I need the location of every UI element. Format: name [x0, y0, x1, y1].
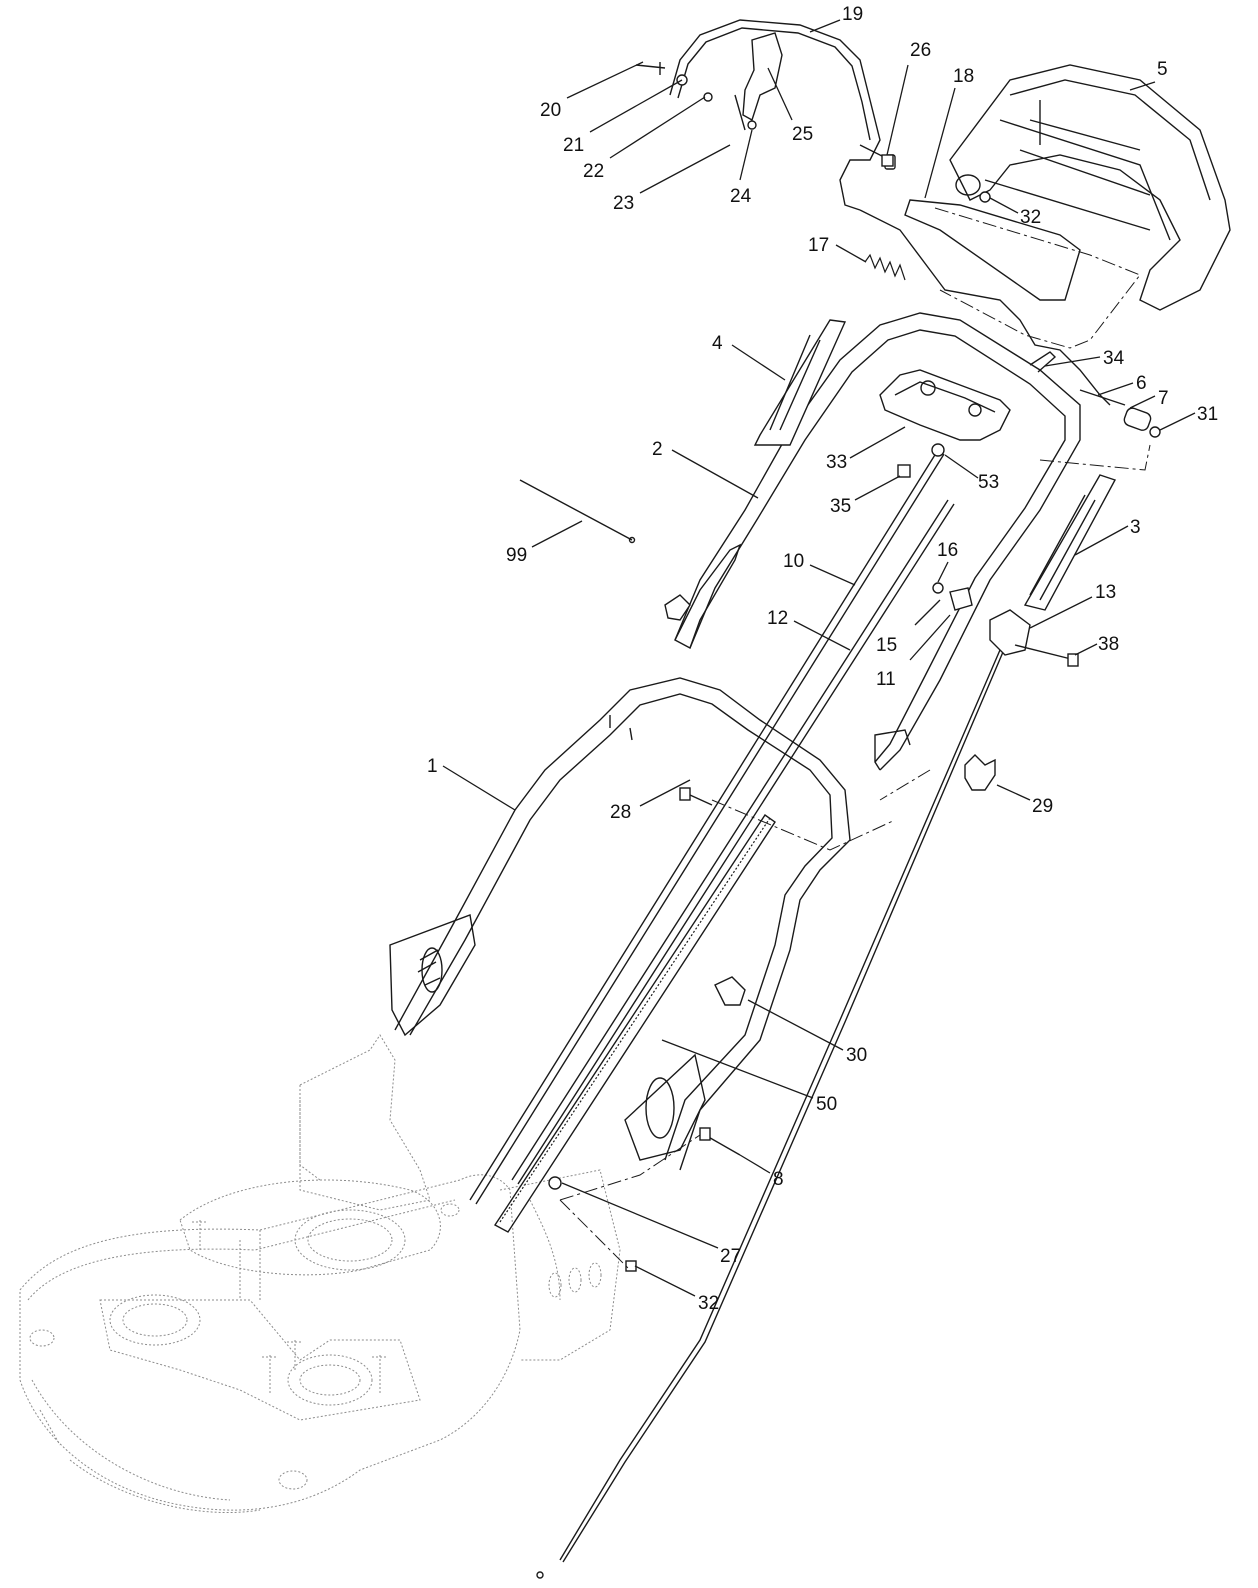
upper-handle	[674, 312, 1081, 771]
long-cable	[536, 649, 1004, 1579]
callout-31: 31	[1197, 404, 1218, 425]
callout-labels: 19 26 18 5 20 21 22 25 23 24 32 17 4 34 …	[427, 4, 1218, 1314]
hardware-parts	[519, 32, 1161, 1272]
callout-10: 10	[783, 551, 804, 572]
callout-34: 34	[1103, 348, 1125, 369]
callout-30: 30	[846, 1045, 867, 1066]
handle-grip	[949, 64, 1231, 311]
cable-cover-spring	[493, 814, 776, 1233]
callout-29: 29	[1032, 796, 1053, 817]
callout-32-lower: 32	[698, 1293, 719, 1314]
callout-25: 25	[792, 124, 813, 145]
callout-11: 11	[876, 669, 896, 690]
callout-24: 24	[730, 186, 752, 207]
alignment-lines	[559, 207, 1151, 1271]
callout-27: 27	[720, 1246, 741, 1267]
mower-deck-ghost	[19, 1034, 621, 1513]
callout-22: 22	[583, 161, 604, 182]
callout-18: 18	[953, 66, 974, 87]
callout-21: 21	[563, 135, 584, 156]
callout-2: 2	[652, 439, 663, 460]
callout-99: 99	[506, 545, 527, 566]
leader-lines	[442, 19, 1196, 1297]
callout-50: 50	[816, 1094, 837, 1115]
callout-16: 16	[937, 540, 958, 561]
bracket-part	[879, 369, 1011, 441]
callout-5: 5	[1157, 59, 1168, 80]
callout-4: 4	[712, 333, 723, 354]
callout-15: 15	[876, 635, 897, 656]
callout-28: 28	[610, 802, 631, 823]
callout-17: 17	[808, 235, 829, 256]
callout-26: 26	[910, 40, 931, 61]
handle-cover-right	[1023, 474, 1117, 611]
callout-6: 6	[1136, 373, 1147, 394]
callout-32: 32	[1020, 207, 1041, 228]
callout-1: 1	[427, 756, 438, 777]
callout-33: 33	[826, 452, 847, 473]
callout-7: 7	[1158, 388, 1169, 409]
lower-handle	[389, 677, 851, 1171]
callout-35: 35	[830, 496, 851, 517]
callout-3: 3	[1130, 517, 1141, 538]
callout-38: 38	[1098, 634, 1119, 655]
callout-13: 13	[1095, 582, 1116, 603]
handle-cover-left	[753, 319, 847, 446]
callout-19: 19	[842, 4, 863, 25]
callout-53: 53	[978, 472, 999, 493]
control-rods	[469, 449, 955, 1205]
callout-20: 20	[540, 100, 561, 121]
callout-12: 12	[767, 608, 788, 629]
callout-23: 23	[613, 193, 634, 214]
callout-8: 8	[773, 1169, 784, 1190]
